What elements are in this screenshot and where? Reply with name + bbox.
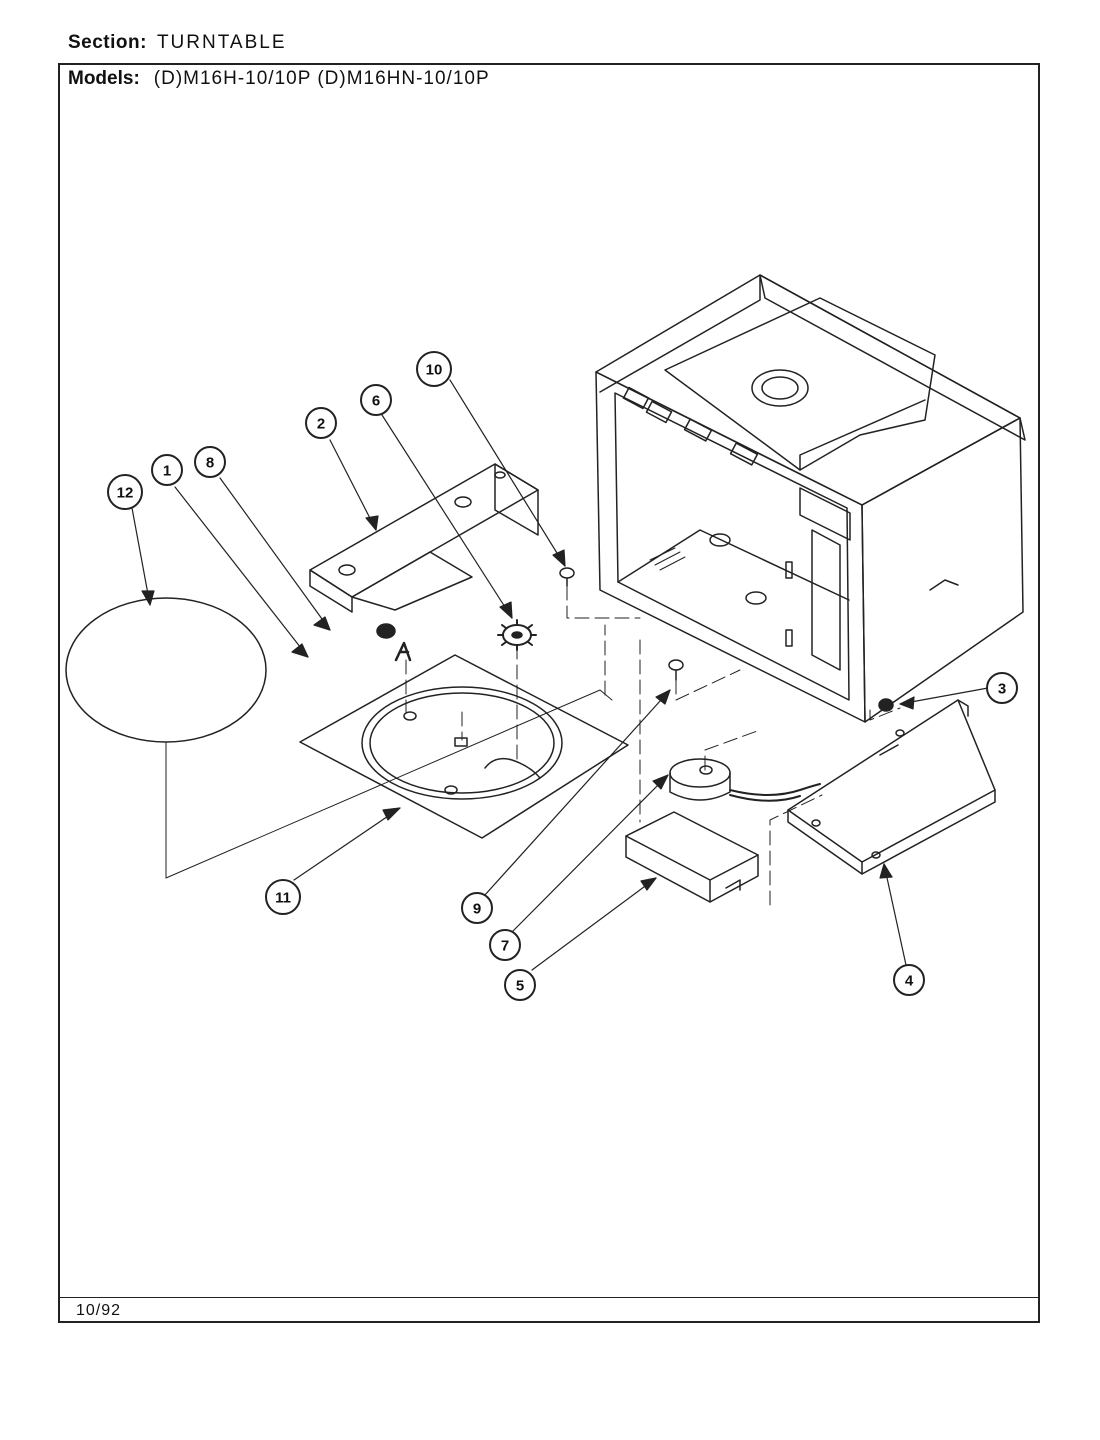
callout-9-label: 9 <box>473 901 481 918</box>
callout-5-label: 5 <box>516 978 524 995</box>
oven-cavity <box>595 274 1026 723</box>
part-11-floor-plate <box>299 654 629 839</box>
diagram-frame: Models: (D)M16H-10/10P (D)M16HN-10/10P 10… <box>58 63 1040 1323</box>
assembly-guide-lines <box>405 585 901 906</box>
footer-divider <box>60 1297 1038 1298</box>
callout-leaders <box>131 379 989 971</box>
callout-6: 6 <box>360 384 392 416</box>
callout-8-label: 8 <box>206 455 214 472</box>
callout-9: 9 <box>461 892 493 924</box>
callout-5: 5 <box>504 969 536 1001</box>
callout-2: 2 <box>305 407 337 439</box>
callout-10: 10 <box>416 351 452 387</box>
section-label: Section: <box>68 32 147 53</box>
callout-11-label: 11 <box>275 890 291 907</box>
callout-7: 7 <box>489 929 521 961</box>
callout-12: 12 <box>107 474 143 510</box>
callout-1-label: 1 <box>163 463 171 480</box>
part-10-screw <box>559 567 575 587</box>
part-12-glass-turntable-tray <box>65 597 267 743</box>
callout-7-label: 7 <box>501 938 509 955</box>
revision-date: 10/92 <box>76 1302 122 1319</box>
part-1-coupler-clip <box>394 641 412 662</box>
callout-4-label: 4 <box>905 973 914 990</box>
models-value: (D)M16H-10/10P (D)M16HN-10/10P <box>153 68 490 89</box>
callout-1: 1 <box>151 454 183 486</box>
callout-12-label: 12 <box>117 485 134 502</box>
part-3-grommet <box>878 698 894 712</box>
callout-6-label: 6 <box>372 393 380 410</box>
models-heading: Models: (D)M16H-10/10P (D)M16HN-10/10P <box>68 68 490 90</box>
part-2-mounting-bracket <box>309 463 539 613</box>
part-5-motor-cover <box>625 811 759 903</box>
callout-10-label: 10 <box>426 362 443 379</box>
part-7-turntable-motor <box>669 758 821 802</box>
callout-8: 8 <box>194 446 226 478</box>
part-8-roller-knob <box>376 623 396 639</box>
callout-3-label: 3 <box>998 681 1006 698</box>
models-label: Models: <box>68 68 140 89</box>
callout-11: 11 <box>265 879 301 915</box>
part-4-side-bracket <box>787 699 996 875</box>
section-heading: Section: TURNTABLE <box>68 32 287 54</box>
callout-4: 4 <box>893 964 925 996</box>
callout-2-label: 2 <box>317 416 325 433</box>
section-value: TURNTABLE <box>156 32 287 53</box>
part-9-screw <box>668 659 684 681</box>
callout-3: 3 <box>986 672 1018 704</box>
tray-reference-line <box>165 689 613 879</box>
